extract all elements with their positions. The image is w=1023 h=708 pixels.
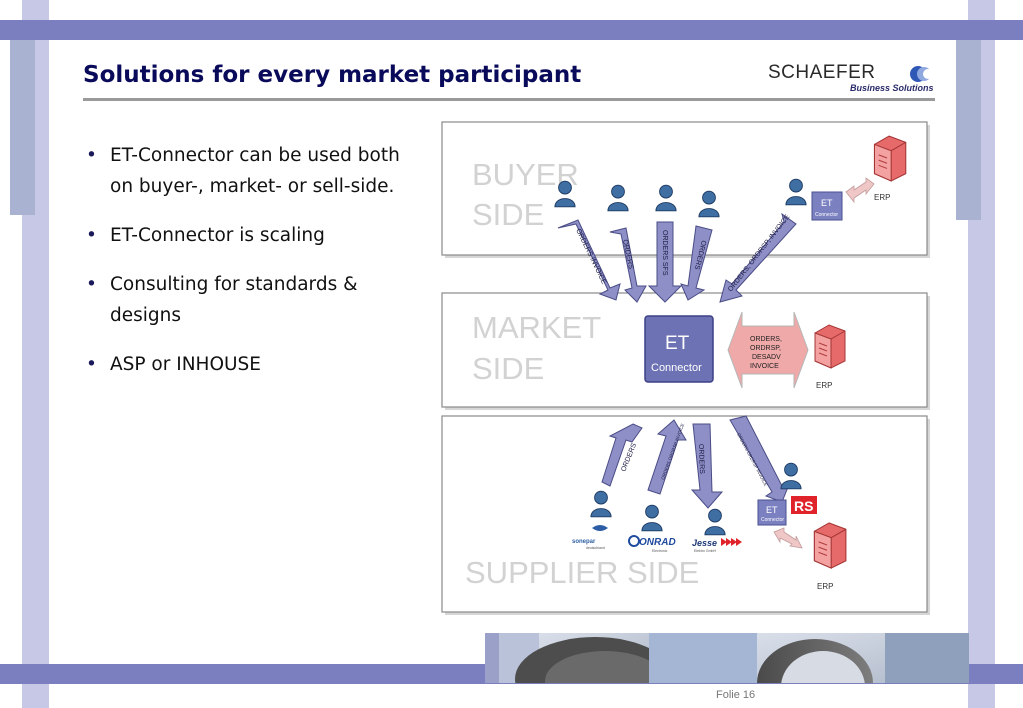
sonepar-logo: sonepar deutschland	[572, 525, 608, 550]
svg-text:INVOICE: INVOICE	[750, 363, 779, 370]
svg-text:ET: ET	[766, 505, 778, 515]
bullet-list: ET-Connector can be used both on buyer-,…	[83, 140, 423, 398]
svg-text:ET: ET	[665, 333, 690, 354]
conrad-logo: ONRAD Electronic	[628, 535, 676, 553]
svg-text:sonepar: sonepar	[572, 539, 596, 545]
svg-text:Jesse: Jesse	[692, 538, 717, 548]
supplier-erp-server-icon	[813, 522, 847, 569]
right-decor-accent	[956, 40, 981, 220]
buyer-erp-server-icon	[873, 135, 907, 182]
svg-text:RS: RS	[794, 498, 813, 514]
buyer-side-label-2: SIDE	[472, 197, 544, 232]
svg-text:ORDERS: ORDERS	[697, 444, 705, 475]
svg-text:DESADV: DESADV	[752, 354, 781, 361]
bullet-item: ET-Connector is scaling	[83, 220, 423, 251]
svg-text:Connector: Connector	[761, 517, 784, 523]
rs-logo: RS	[791, 496, 817, 514]
svg-text:Connector: Connector	[815, 212, 838, 218]
slide-number: Folie 16	[716, 689, 756, 701]
et-connector-box: ET Connector	[644, 315, 714, 383]
buyer-arrow-3: ORDERS SFS	[647, 221, 683, 303]
market-side-label-2: SIDE	[472, 351, 544, 386]
market-erp-label: ERP	[816, 381, 832, 390]
market-message-arrow: ORDERS, ORDRSP, DESADV INVOICE	[727, 311, 809, 389]
logo-mark-icon	[910, 66, 933, 82]
buyer-erp-link-arrow	[845, 177, 875, 204]
svg-text:deutschland: deutschland	[586, 546, 605, 550]
bullet-item: Consulting for standards & designs	[83, 269, 423, 331]
svg-text:ET: ET	[821, 198, 833, 208]
svg-text:Connector: Connector	[651, 362, 702, 374]
bullet-item: ET-Connector can be used both on buyer-,…	[83, 140, 423, 202]
svg-text:Elektro GmbH: Elektro GmbH	[694, 549, 716, 553]
supplier-erp-label: ERP	[817, 582, 833, 591]
svg-text:ORDERS,: ORDERS,	[750, 336, 782, 343]
svg-text:ONRAD: ONRAD	[639, 537, 676, 548]
buyer-arrow-4: ORDERS	[680, 225, 713, 301]
left-decor-accent	[10, 40, 35, 215]
title-divider	[83, 98, 935, 101]
supplier-side-label: SUPPLIER SIDE	[465, 555, 699, 590]
company-logo: SCHAEFER Business Solutions	[768, 62, 938, 94]
svg-text:ORDRSP,: ORDRSP,	[750, 345, 781, 352]
supplier-arrow-3: ORDERS	[690, 423, 724, 509]
decorative-photo-strip	[485, 633, 969, 683]
et-connector-diagram: BUYER SIDE MARKET SIDE SUPPLIER SIDE ET …	[441, 121, 930, 615]
svg-text:ORDERS SFS: ORDERS SFS	[661, 230, 668, 276]
jesse-logo: Jesse Elektro GmbH	[692, 538, 742, 553]
bullet-item: ASP or INHOUSE	[83, 349, 423, 380]
supplier-panel	[441, 415, 930, 615]
supplier-et-connector-icon: ET Connector	[757, 499, 787, 526]
svg-text:Electronic: Electronic	[652, 549, 668, 553]
slide-title: Solutions for every market participant	[83, 62, 582, 88]
supplier-erp-link-arrow	[773, 527, 803, 549]
top-band	[0, 20, 1023, 40]
market-erp-server-icon	[814, 324, 846, 369]
logo-tagline: Business Solutions	[850, 83, 934, 93]
buyer-erp-label: ERP	[874, 193, 890, 202]
logo-name: SCHAEFER	[768, 62, 876, 83]
market-side-label-1: MARKET	[472, 310, 601, 345]
buyer-et-connector-icon: ET Connector	[811, 191, 843, 221]
